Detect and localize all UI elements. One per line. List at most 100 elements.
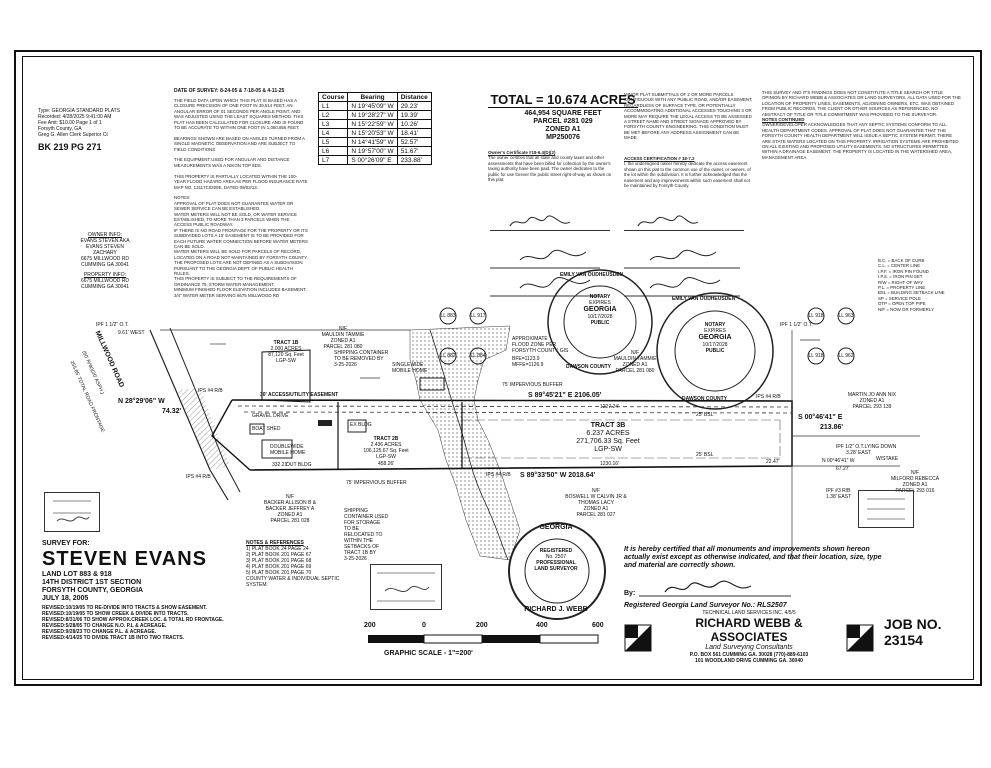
surveyor-certification: It is hereby certified that all monument… <box>624 546 894 610</box>
east-distance-2: 67.27' <box>836 466 850 472</box>
firm-tagline: Land Surveying Consultants <box>705 644 793 651</box>
seal-text: PROFESSIONAL <box>536 560 576 566</box>
tract-label-line: TRACT 3B <box>590 422 626 429</box>
firm-address: 101 WOODLAND DRIVE CUMMING GA. 30040 <box>695 658 803 664</box>
property-line: 6675 MILLWOOD RD <box>81 278 129 284</box>
ipf-rebar: IPF #3 R/B 1.38' EAST <box>826 488 851 500</box>
note-line: RELOCATED TO <box>344 532 383 538</box>
survey-line: LAND LOT 883 & 918 <box>42 571 112 578</box>
note-line: FOR STORAGE <box>344 520 381 526</box>
owner-signature <box>509 215 571 227</box>
boat-shed-label: BOAT SHED <box>252 426 281 432</box>
firm-logo-right <box>846 624 874 652</box>
land-lot-label: LL 918 <box>808 353 824 359</box>
mauldin-parcel-right: N/F MAULDIN TAMMIE ZONED A1 PARCEL 281 0… <box>600 350 670 374</box>
utility-line-markers <box>210 339 820 379</box>
land-lot-label: LL 884 <box>470 353 486 359</box>
reference-line: 3) PLAT BOOK 201 PAGE 68 <box>246 558 312 564</box>
surveyor-seal <box>508 522 606 620</box>
minor-plat-note: MINOR PLAT SUBMITTALS OF 2 OR MORE PARCE… <box>624 92 753 141</box>
owner-line: EVANS STEVEN AKA <box>80 238 130 244</box>
references-block: NOTES & REFERENCES 1) PLAT BOOK 24 PAGE … <box>246 540 356 588</box>
sheet-inner-border <box>22 56 974 680</box>
seal-text: GEORGIA <box>539 524 573 531</box>
seal-text: EXPIRES <box>704 328 726 334</box>
access-certificate: ACCESS CERTIFICATION # 18-7.2 I, the und… <box>624 156 751 189</box>
tract-label-line: 2.436 ACRES <box>370 442 402 448</box>
shipping-container-note-1: SHIPPING CONTAINER TO BE REMOVED BY 3-25… <box>334 350 388 368</box>
note-line: 3-25-2026 <box>344 556 367 562</box>
north-line-label: S 89°45'21" E 2106.05' <box>528 392 602 399</box>
adjoiner-line-text: N/F <box>285 494 295 500</box>
county-approval-stamp-right <box>858 490 914 528</box>
firm-name: RICHARD WEBB & ASSOCIATES <box>695 616 803 644</box>
adjoiner-line-text: ZONED A1 <box>277 512 303 518</box>
singlewide-mobile-home <box>419 377 445 391</box>
notes-continued-title: NOTES CONTINUED <box>762 117 805 123</box>
revision-line: REVISED:5/28/05 TO CHANGE N.O. P.L & ACR… <box>42 623 167 629</box>
adjoiner-line-text: PARCEL 281 080 <box>323 344 363 350</box>
tract-1b-outline <box>261 349 311 403</box>
tract-label-line: TRACT 1B <box>273 340 299 346</box>
course-cell: 233.88' <box>396 155 432 165</box>
owner-line: ZACHARY <box>93 250 117 256</box>
surveyor-seal-center: REGISTERED No. 2507 PROFESSIONAL LAND SU… <box>526 548 586 572</box>
revision-line: REVISED:10/19/05 TO RE-DIVIDE INTO TRACT… <box>42 605 207 611</box>
owners-cert-title: Owner's Certificate #18-6.4(D)(2) <box>488 150 556 155</box>
survey-for-block: SURVEY FOR: STEVEN EVANS LAND LOT 883 & … <box>42 540 302 641</box>
access-signature <box>637 215 699 227</box>
notary-seal-1 <box>547 269 653 375</box>
adjoiner-line-text: N/F <box>630 350 640 356</box>
seal-text: LAND SURVEYOR <box>534 566 578 572</box>
seal-name: EMILY VAN OUDHEUSDEN <box>672 296 736 302</box>
note-line: FLOOD ZONE PER <box>512 342 557 348</box>
scale-tick: 0 <box>422 622 426 629</box>
adjoiner-line-text: BOSWELL W CALVIN JR & <box>565 494 627 500</box>
planning-approval-stamp <box>370 564 442 610</box>
sheet-border <box>14 50 982 686</box>
totals-block: TOTAL = 10.674 ACRES 464,954 SQUARE FEET… <box>488 92 638 142</box>
seal-text: EXPIRES <box>589 300 611 306</box>
course-cell: L7 <box>317 155 349 165</box>
note-line: FORSYTH COUNTY GIS <box>512 348 569 354</box>
west-distance: 74.32' <box>162 408 182 415</box>
seal-county: DAWSON COUNTY <box>682 396 727 402</box>
parcel-number: PARCEL #281 029 <box>533 118 593 125</box>
mp-number: MP250076 <box>546 134 580 141</box>
ipf-lying-line: IPF 1/2" O.T.LYING DOWN <box>836 444 897 450</box>
tract-3b-label: TRACT 3B 6.237 ACRES 271,706.33 Sq. Feet… <box>568 422 648 454</box>
adjoiner-line-text: MILFORD REBECCA <box>890 476 940 482</box>
ips-label: IPS #4 R/B <box>186 474 211 480</box>
tract-label-line: 271,706.33 Sq. Feet <box>576 438 640 445</box>
job-number: 23154 <box>884 632 923 648</box>
road-hatch <box>176 388 230 470</box>
graphic-scale: 200 0 200 400 600 GRAPHIC SCALE - 1"=200… <box>364 622 604 658</box>
reference-line: COUNTY WATER & INDIVIDUAL SEPTIC SYSTEM. <box>246 576 340 588</box>
note-line: TO BE <box>344 526 359 532</box>
scale-tick: 600 <box>592 622 604 629</box>
approval-stamp-right-scribble <box>867 498 905 520</box>
ips-label: IPS #4 R/B <box>756 394 781 400</box>
buffer-label: 75' IMPERVIOUS BUFFER <box>346 480 407 486</box>
easement-line <box>243 411 793 414</box>
note-line: 3-25-2026 <box>334 362 357 368</box>
dimension-label: 332.21' <box>272 462 289 468</box>
property-line: CUMMING GA 30041 <box>80 284 130 290</box>
note-line: MOBILE HOME <box>392 368 428 374</box>
note-line: CONTAINER USED <box>344 514 389 520</box>
client-name: STEVEN EVANS <box>42 548 207 570</box>
adjoiner-line-text: ZONED A1 <box>622 362 648 368</box>
adjoiner-line-text: N/F <box>910 470 920 476</box>
seal-text: No. 2507 <box>545 554 567 560</box>
land-lot-label: LL 962 <box>838 353 854 359</box>
land-lot-label: LL 883 <box>440 313 456 319</box>
witness-signature-scribbles <box>490 249 740 297</box>
notary-seal-2-text: NOTARY EXPIRES GEORGIA 10/17/2028 PUBLIC <box>683 322 747 354</box>
ex-building-label: EX BLDG <box>350 422 372 428</box>
scale-tick: 200 <box>476 622 488 629</box>
seal-text: GEORGIA <box>698 334 732 341</box>
survey-for-label: SURVEY FOR: <box>42 540 90 547</box>
owner-line: EVANS STEVEN <box>86 244 124 250</box>
access-cert-title: ACCESS CERTIFICATION # 18-7.2 <box>624 156 695 161</box>
